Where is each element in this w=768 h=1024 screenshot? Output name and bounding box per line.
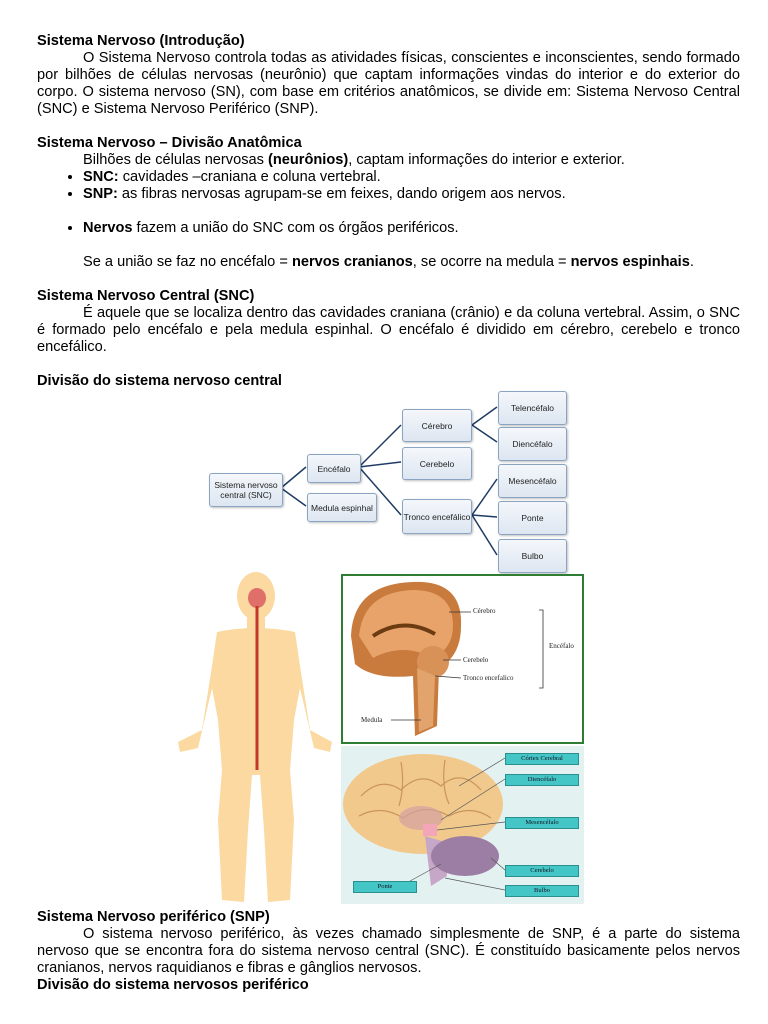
list-item: SNC: cavidades –craniana e coluna verteb… [83, 169, 740, 186]
node-bulbo: Bulbo [498, 539, 567, 573]
node-cerebro: Cérebro [402, 409, 472, 442]
tag-mesencefalo: Mesencéfalo [505, 817, 579, 829]
heading-snp: Sistema Nervoso periférico (SNP) [37, 909, 270, 925]
label-tronco-encefalico: Tronco encefalico [463, 674, 514, 682]
tag-cerebelo: Cerebelo [505, 865, 579, 877]
brain-sagittal-figure: Cérebro Cerebelo Tronco encefalico Encéf… [341, 574, 584, 744]
brain-sagittal-drawing [351, 581, 544, 736]
tag-cortex-cerebral: Córtex Cerebral [505, 753, 579, 765]
bullet-list: SNC: cavidades –craniana e coluna verteb… [37, 169, 740, 203]
label-medula: Medula [361, 716, 383, 724]
node-diencefalo: Diencéfalo [498, 427, 567, 461]
node-telencefalo: Telencéfalo [498, 391, 567, 425]
heading-divisao-anatomica: Sistema Nervoso – Divisão Anatômica [37, 135, 302, 151]
node-tronco-encefalico: Tronco encefálico [402, 499, 472, 534]
paragraph-snc: É aquele que se localiza dentro das cavi… [37, 305, 740, 355]
node-encefalo: Encéfalo [307, 454, 361, 483]
heading-intro: Sistema Nervoso (Introdução) [37, 33, 245, 49]
bullet-list-nervos: Nervos fazem a união do SNC com os órgão… [37, 220, 740, 237]
node-medula-espinhal: Medula espinhal [307, 493, 377, 522]
human-body-illustration [178, 572, 332, 902]
document-body: Sistema Nervoso (Introdução) O Sistema N… [37, 33, 740, 390]
node-cerebelo: Cerebelo [402, 447, 472, 480]
tag-diencefalo: Diencéfalo [505, 774, 579, 786]
label-encefalo: Encéfalo [549, 642, 574, 650]
paragraph-snp: O sistema nervoso periférico, às vezes c… [37, 926, 740, 976]
document-body-bottom: Sistema Nervoso periférico (SNP) O siste… [37, 909, 740, 994]
paragraph-nervos: Se a união se faz no encéfalo = nervos c… [83, 254, 694, 270]
node-mesencefalo: Mesencéfalo [498, 464, 567, 498]
heading-divisao-snp: Divisão do sistema nervosos periférico [37, 977, 309, 993]
tag-bulbo: Bulbo [505, 885, 579, 897]
label-cerebro: Cérebro [473, 607, 496, 615]
label-cerebelo: Cerebelo [463, 656, 489, 664]
paragraph-intro: O Sistema Nervoso controla todas as ativ… [37, 50, 740, 117]
list-item: Nervos fazem a união do SNC com os órgão… [83, 220, 740, 237]
node-ponte: Ponte [498, 501, 567, 535]
heading-divisao-snc: Divisão do sistema nervoso central [37, 373, 282, 389]
heading-snc: Sistema Nervoso Central (SNC) [37, 288, 255, 304]
paragraph-neuronios: Bilhões de células nervosas (neurônios),… [83, 152, 625, 168]
snc-division-diagram: Sistema nervoso central (SNC) Encéfalo M… [205, 385, 600, 575]
brain-lateral-figure: Córtex Cerebral Diencéfalo Mesencéfalo C… [341, 746, 584, 904]
node-snc: Sistema nervoso central (SNC) [209, 473, 283, 507]
tag-ponte: Ponte [353, 881, 417, 893]
list-item: SNP: as fibras nervosas agrupam-se em fe… [83, 186, 740, 203]
diagram-connectors [280, 406, 498, 556]
brain-lateral-drawing [343, 754, 506, 891]
